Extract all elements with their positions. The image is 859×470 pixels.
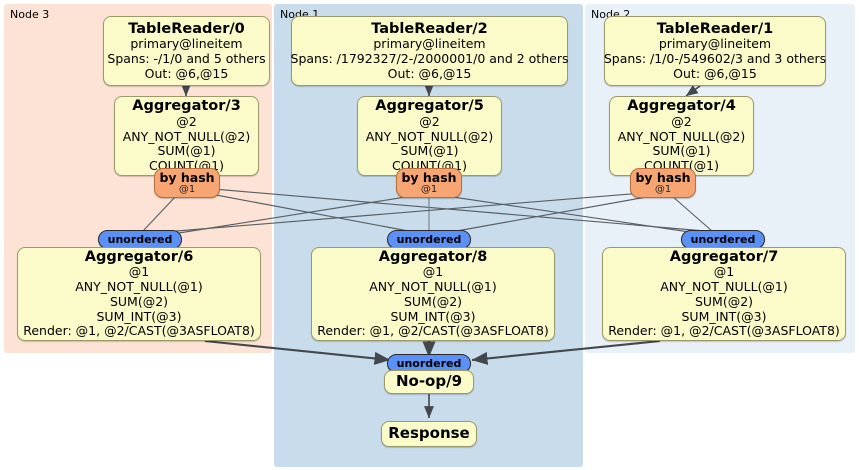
badge-label: by hash [159, 169, 215, 185]
aggregator-4[interactable]: Aggregator/4 @2 ANY_NOT_NULL(@2) SUM(@1)… [609, 96, 754, 176]
node-out: Out: @6,@15 [387, 65, 472, 81]
node-line-3: SUM(@2) [694, 293, 754, 309]
table-reader-2[interactable]: TableReader/2 primary@lineitem Spans: /1… [291, 16, 568, 86]
badge-label: unordered [396, 357, 462, 370]
region-label-node3: Node 3 [10, 8, 50, 21]
node-title: TableReader/0 [128, 20, 245, 37]
node-line-3: SUM(@2) [403, 293, 463, 309]
node-title: Aggregator/5 [375, 98, 484, 115]
aggregator-7[interactable]: Aggregator/7 @1 ANY_NOT_NULL(@1) SUM(@2)… [602, 247, 846, 341]
response-node[interactable]: Response [381, 421, 477, 447]
node-line-4: SUM_INT(@3) [681, 308, 767, 324]
node-line-2: ANY_NOT_NULL(@1) [75, 279, 203, 295]
node-line-1: @2 [671, 113, 692, 129]
node-title: No-op/9 [395, 372, 463, 391]
node-render: Render: @1, @2/CAST(@3ASFLOAT8) [608, 323, 840, 339]
node-spans: Spans: /1/0-/549602/3 and 3 others [603, 50, 827, 66]
node-line-3: SUM(@1) [157, 143, 216, 159]
by-hash-badge-node1[interactable]: by hash @1 [396, 168, 462, 198]
node-title: Aggregator/3 [132, 98, 241, 115]
node-line-4: SUM_INT(@3) [96, 308, 182, 324]
node-line-2: ANY_NOT_NULL(@1) [369, 279, 497, 295]
badge-sub: @1 [420, 184, 438, 196]
badge-sub: @1 [654, 184, 672, 196]
badge-sub: @1 [178, 184, 196, 196]
node-out: Out: @6,@15 [673, 65, 757, 81]
node-source: primary@lineitem [130, 36, 243, 52]
node-line-2: ANY_NOT_NULL(@1) [660, 279, 788, 295]
node-line-1: @1 [422, 264, 444, 280]
badge-label: unordered [690, 233, 756, 246]
no-op-node[interactable]: No-op/9 [384, 370, 474, 394]
node-title: TableReader/2 [371, 20, 488, 37]
node-line-3: SUM(@1) [400, 143, 459, 159]
badge-label: unordered [396, 233, 462, 246]
region-label-node1: Node 1 [280, 8, 320, 21]
aggregator-8[interactable]: Aggregator/8 @1 ANY_NOT_NULL(@1) SUM(@2)… [311, 247, 555, 341]
aggregator-5[interactable]: Aggregator/5 @2 ANY_NOT_NULL(@2) SUM(@1)… [357, 96, 502, 176]
node-title: Aggregator/4 [627, 98, 736, 115]
node-title: Aggregator/6 [84, 248, 194, 265]
badge-label: by hash [635, 169, 691, 185]
node-line-1: @1 [128, 264, 150, 280]
by-hash-badge-node2[interactable]: by hash @1 [630, 168, 696, 198]
badge-label: by hash [401, 169, 457, 185]
by-hash-badge-node3[interactable]: by hash @1 [154, 168, 220, 198]
node-line-3: SUM(@2) [109, 293, 169, 309]
region-label-node2: Node 2 [591, 8, 631, 21]
node-line-2: ANY_NOT_NULL(@2) [365, 128, 494, 144]
node-render: Render: @1, @2/CAST(@3ASFLOAT8) [317, 323, 549, 339]
badge-label: unordered [107, 233, 173, 246]
node-line-1: @2 [419, 113, 440, 129]
node-spans: Spans: /1792327/2-/2000001/0 and 2 other… [290, 50, 569, 66]
node-line-1: @1 [713, 264, 735, 280]
node-line-1: @2 [176, 113, 197, 129]
node-line-4: SUM_INT(@3) [390, 308, 476, 324]
node-render: Render: @1, @2/CAST(@3ASFLOAT8) [23, 323, 255, 339]
aggregator-3[interactable]: Aggregator/3 @2 ANY_NOT_NULL(@2) SUM(@1)… [114, 96, 259, 176]
node-spans: Spans: -/1/0 and 5 others [107, 50, 266, 66]
unordered-badge-node2[interactable]: unordered [681, 230, 765, 249]
table-reader-0[interactable]: TableReader/0 primary@lineitem Spans: -/… [103, 16, 270, 86]
table-reader-1[interactable]: TableReader/1 primary@lineitem Spans: /1… [604, 16, 826, 86]
node-line-3: SUM(@1) [652, 143, 711, 159]
node-title: Aggregator/8 [378, 248, 488, 265]
node-source: primary@lineitem [373, 36, 486, 52]
node-title: TableReader/1 [656, 20, 774, 37]
node-source: primary@lineitem [658, 36, 772, 52]
node-title: Aggregator/7 [669, 248, 779, 265]
node-title: Response [388, 424, 470, 443]
aggregator-6[interactable]: Aggregator/6 @1 ANY_NOT_NULL(@1) SUM(@2)… [17, 247, 261, 341]
node-out: Out: @6,@15 [144, 65, 229, 81]
node-line-2: ANY_NOT_NULL(@2) [122, 128, 251, 144]
node-line-2: ANY_NOT_NULL(@2) [617, 128, 746, 144]
